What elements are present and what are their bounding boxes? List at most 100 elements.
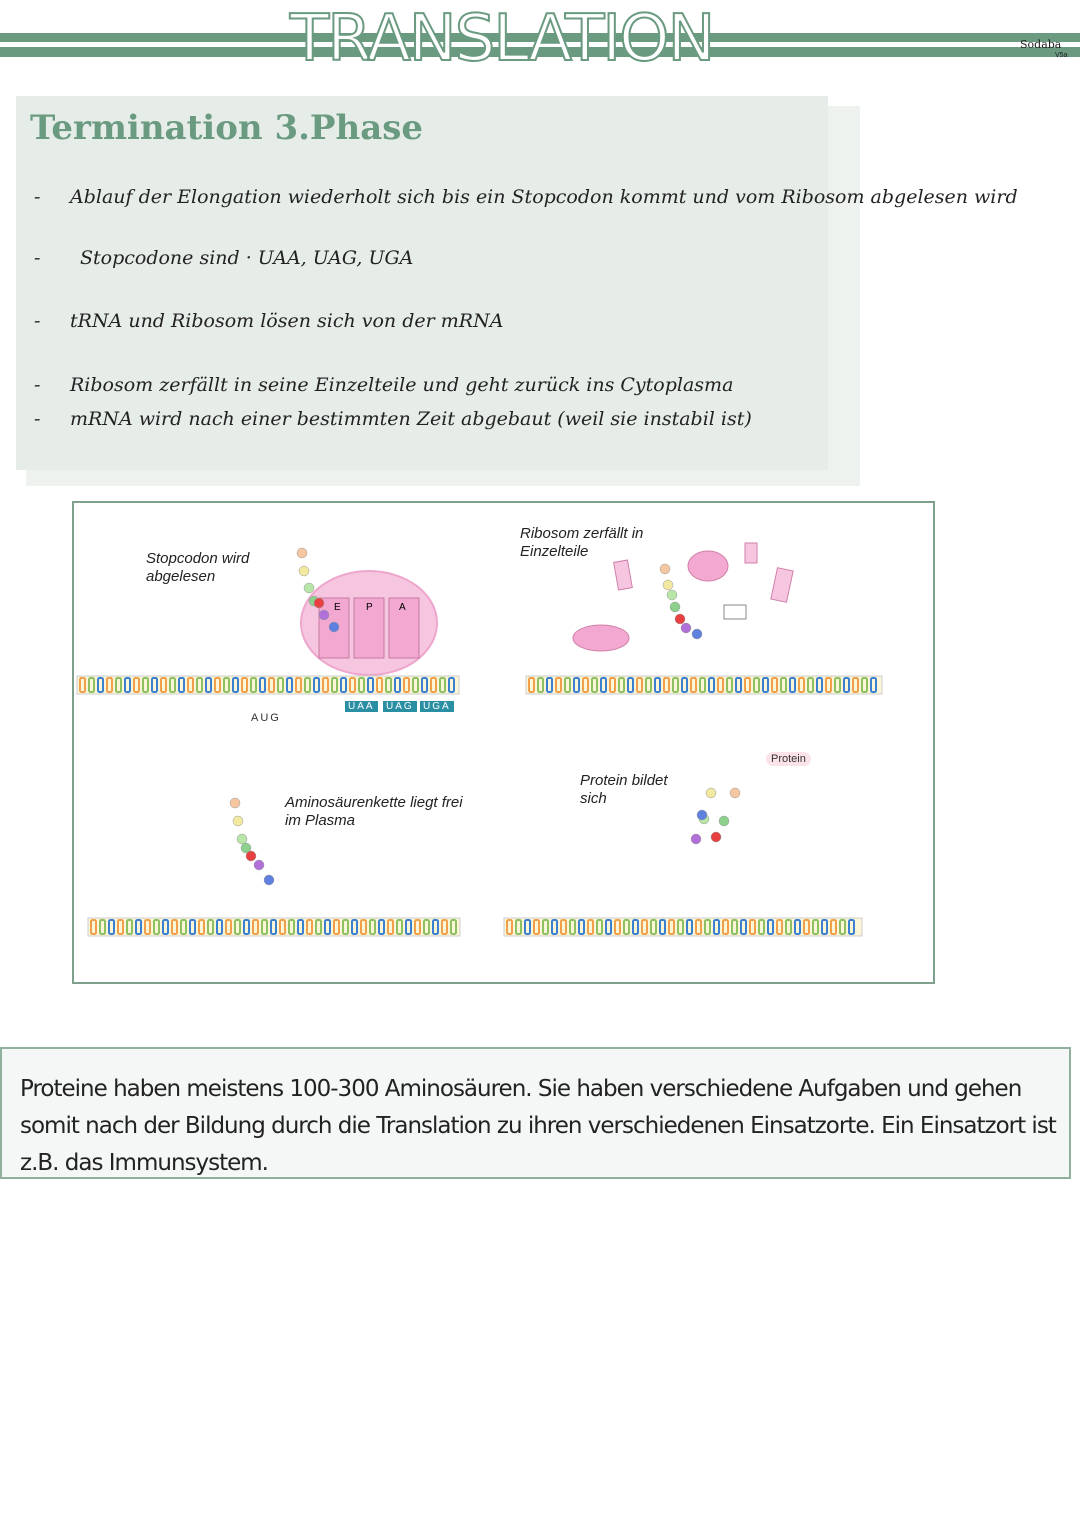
nucleotide <box>744 677 751 693</box>
nucleotide <box>153 919 160 935</box>
nucleotide <box>870 677 877 693</box>
nucleotide <box>144 919 151 935</box>
nucleotide <box>798 677 805 693</box>
nucleotide <box>331 677 338 693</box>
nucleotide <box>250 677 257 693</box>
nucleotide <box>515 919 522 935</box>
nucleotide <box>834 677 841 693</box>
note-text: mRNA wird nach einer bestimmten Zeit abg… <box>70 408 752 430</box>
note-item: -Stopcodone sind · UAA, UAG, UGA <box>34 247 414 269</box>
author: Sodaba <box>1020 38 1062 51</box>
nucleotide <box>394 677 401 693</box>
amino-acid <box>313 597 325 609</box>
nucleotide <box>821 919 828 935</box>
start-codon-label: AUG <box>251 712 281 724</box>
nucleotide <box>591 677 598 693</box>
nucleotide <box>441 919 448 935</box>
nucleotide <box>106 677 113 693</box>
ribosome-part <box>744 542 758 564</box>
nucleotide <box>126 919 133 935</box>
nucleotide <box>189 919 196 935</box>
nucleotide <box>618 677 625 693</box>
nucleotide <box>340 677 347 693</box>
nucleotide <box>405 919 412 935</box>
amino-acid <box>296 547 308 559</box>
nucleotide <box>115 677 122 693</box>
nucleotide <box>288 919 295 935</box>
amino-acid <box>662 579 674 591</box>
nucleotide <box>360 919 367 935</box>
diagram-graphics: E P A <box>76 542 883 937</box>
nucleotide <box>825 677 832 693</box>
nucleotide <box>551 919 558 935</box>
nucleotide <box>537 677 544 693</box>
stop-codon-uag: UAG <box>383 701 417 712</box>
nucleotide <box>297 919 304 935</box>
nucleotide <box>789 677 796 693</box>
nucleotide <box>762 677 769 693</box>
amino-acid <box>236 833 248 845</box>
nucleotide <box>252 919 259 935</box>
panel3-label: Aminosäurenkette liegt frei im Plasma <box>285 794 463 829</box>
nucleotide <box>108 919 115 935</box>
nucleotide <box>587 919 594 935</box>
nucleotide <box>780 677 787 693</box>
nucleotide <box>632 919 639 935</box>
nucleotide <box>90 919 97 935</box>
nucleotide <box>524 919 531 935</box>
amino-acid <box>245 850 257 862</box>
amino-acid <box>729 787 741 799</box>
nucleotide <box>324 919 331 935</box>
nucleotide <box>367 677 374 693</box>
nucleotide <box>609 677 616 693</box>
note-text: Stopcodone sind · UAA, UAG, UGA <box>80 247 414 269</box>
nucleotide <box>794 919 801 935</box>
site-a: A <box>399 602 406 613</box>
nucleotide <box>205 677 212 693</box>
ribosome-subunit-large <box>687 550 729 582</box>
nucleotide <box>286 677 293 693</box>
nucleotide <box>270 919 277 935</box>
amino-acid <box>669 601 681 613</box>
nucleotide <box>596 919 603 935</box>
amino-acid <box>328 621 340 633</box>
panel2-label: Ribosom zerfällt in Einzelteile <box>520 525 644 560</box>
note-text: tRNA und Ribosom lösen sich von der mRNA <box>70 310 504 332</box>
nucleotide <box>259 677 266 693</box>
nucleotide <box>385 677 392 693</box>
nucleotide <box>124 677 131 693</box>
nucleotide <box>830 919 837 935</box>
nucleotide <box>659 919 666 935</box>
nucleotide <box>304 677 311 693</box>
nucleotide <box>636 677 643 693</box>
nucleotide <box>731 919 738 935</box>
nucleotide <box>582 677 589 693</box>
notes-background <box>16 96 828 470</box>
ribosome-part <box>770 567 794 603</box>
nucleotide <box>546 677 553 693</box>
nucleotide <box>785 919 792 935</box>
nucleotide <box>378 919 385 935</box>
nucleotide <box>528 677 535 693</box>
nucleotide <box>600 677 607 693</box>
amino-acid <box>666 589 678 601</box>
nucleotide <box>654 677 661 693</box>
stop-codon-uga: UGA <box>420 701 454 712</box>
nucleotide <box>162 919 169 935</box>
nucleotide <box>423 919 430 935</box>
nucleotide <box>560 919 567 935</box>
termination-diagram: E P A Stopcodon wird abgelesen Ribosom z… <box>72 501 935 984</box>
nucleotide <box>735 677 742 693</box>
nucleotide <box>699 677 706 693</box>
nucleotide <box>848 919 855 935</box>
nucleotide <box>369 919 376 935</box>
amino-acid <box>696 809 708 821</box>
amino-acid <box>263 874 275 886</box>
nucleotide <box>295 677 302 693</box>
amino-acid <box>240 842 252 854</box>
nucleotide <box>277 677 284 693</box>
nucleotide <box>663 677 670 693</box>
nucleotide <box>88 677 95 693</box>
nucleotide <box>79 677 86 693</box>
